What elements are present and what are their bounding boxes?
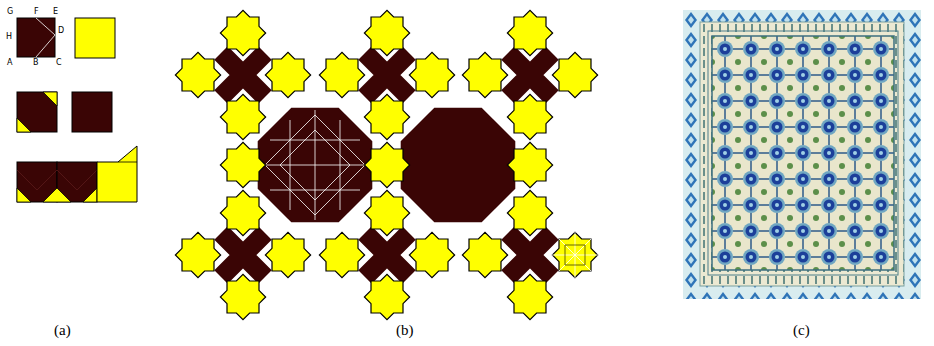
point-letter: G [7,8,13,16]
point-letter: D [58,27,64,35]
tile-photo [683,10,921,299]
point-letter: F [34,8,39,16]
point-letter: B [33,59,39,67]
star-cross-pattern [175,10,598,319]
tile-pieces [17,18,137,202]
point-letter: E [53,8,58,16]
point-letter: C [56,59,62,67]
point-letter: A [7,59,12,67]
point-letter: H [6,33,12,41]
panel-label: (b) [396,323,414,338]
panel-label: (a) [54,323,71,338]
panel-label: (c) [793,323,810,338]
